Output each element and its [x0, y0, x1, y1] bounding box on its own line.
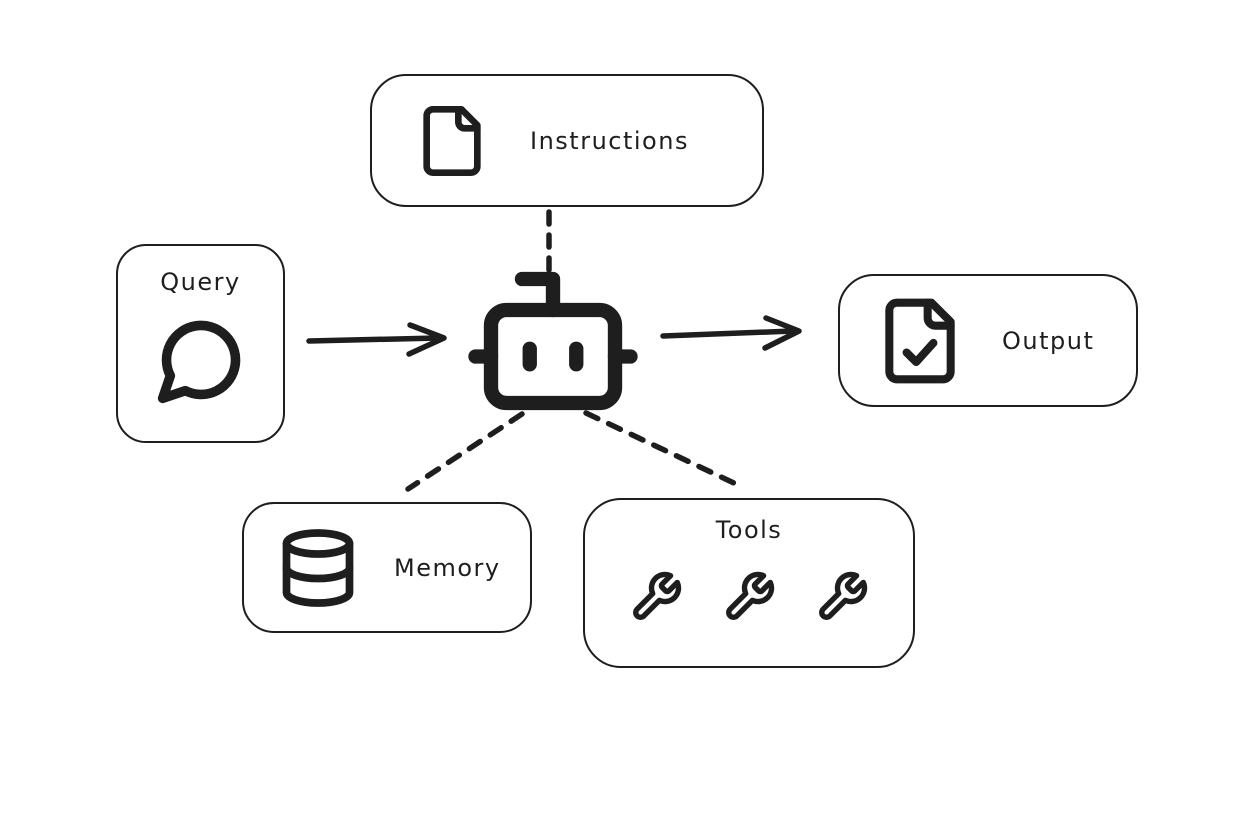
edge-query-to-agent-arrow — [306, 322, 447, 357]
node-tools: Tools — [583, 498, 915, 668]
node-output: Output — [838, 274, 1138, 407]
node-agent — [460, 248, 646, 434]
node-query: Query — [116, 244, 285, 443]
file-icon — [423, 105, 481, 176]
tools-icon-row — [585, 570, 913, 624]
edge-agent-to-output-arrow — [660, 315, 802, 351]
node-output-label: Output — [1002, 326, 1095, 355]
file-check-icon — [885, 298, 955, 383]
wrench-icon — [633, 571, 682, 620]
chat-bubble-icon — [157, 320, 240, 404]
node-instructions: Instructions — [370, 74, 764, 207]
node-tools-label: Tools — [715, 516, 783, 544]
node-instructions-label: Instructions — [530, 126, 689, 155]
wrench-icon — [726, 571, 775, 620]
node-memory-label: Memory — [394, 553, 501, 582]
database-icon — [282, 528, 354, 607]
robot-icon — [468, 271, 638, 411]
wrench-icon — [819, 571, 868, 620]
node-memory: Memory — [242, 502, 532, 633]
node-query-label: Query — [160, 268, 241, 296]
